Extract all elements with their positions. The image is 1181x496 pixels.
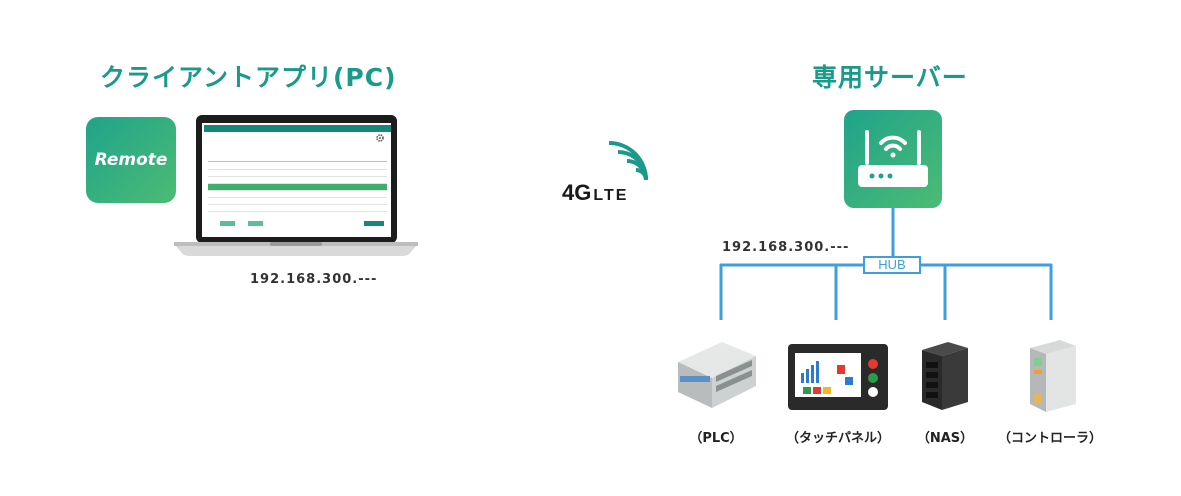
server-heading: 専用サーバー — [812, 63, 968, 92]
screen-button — [364, 221, 384, 226]
client-app-heading: クライアントアプリ(PC) — [100, 63, 397, 92]
connection-line-left — [396, 169, 554, 183]
router-icon — [858, 130, 928, 187]
signal-lte-text: LTE — [593, 187, 629, 204]
screen-table-row — [208, 177, 387, 184]
screen-button — [248, 221, 263, 226]
device-label-nas: （NAS） — [916, 431, 974, 446]
signal-4g-text: 4G — [562, 180, 592, 205]
laptop-screen — [204, 125, 391, 235]
connection-line-right — [652, 169, 836, 183]
screen-button — [220, 221, 235, 226]
plc-device-icon — [678, 342, 756, 408]
screen-table-header — [208, 155, 387, 162]
nas-device-icon — [922, 342, 968, 410]
client-ip-address: 192.168.300.--- — [250, 272, 378, 287]
screen-table-row — [208, 191, 387, 198]
hub-label: HUB — [863, 256, 921, 274]
screen-table-row — [208, 198, 387, 205]
device-label-controller: （コントローラ） — [997, 431, 1102, 446]
gear-icon — [376, 134, 384, 142]
device-label-plc: （PLC） — [689, 431, 743, 446]
controller-device-icon — [1030, 340, 1076, 412]
signal-waves-icon — [608, 141, 648, 181]
server-ip-address: 192.168.300.--- — [722, 240, 850, 255]
remote-app-label: Remote — [94, 150, 168, 170]
screen-table-row — [208, 163, 387, 170]
screen-table-row — [208, 170, 387, 177]
screen-title-bar — [204, 125, 391, 132]
screen-table-row — [208, 205, 387, 212]
touch-panel-icon — [788, 344, 888, 410]
server-router-icon — [844, 110, 942, 208]
screen-table-row-selected — [208, 184, 387, 191]
remote-app-icon: Remote — [86, 117, 176, 203]
device-label-touch-panel: （タッチパネル） — [785, 431, 890, 446]
